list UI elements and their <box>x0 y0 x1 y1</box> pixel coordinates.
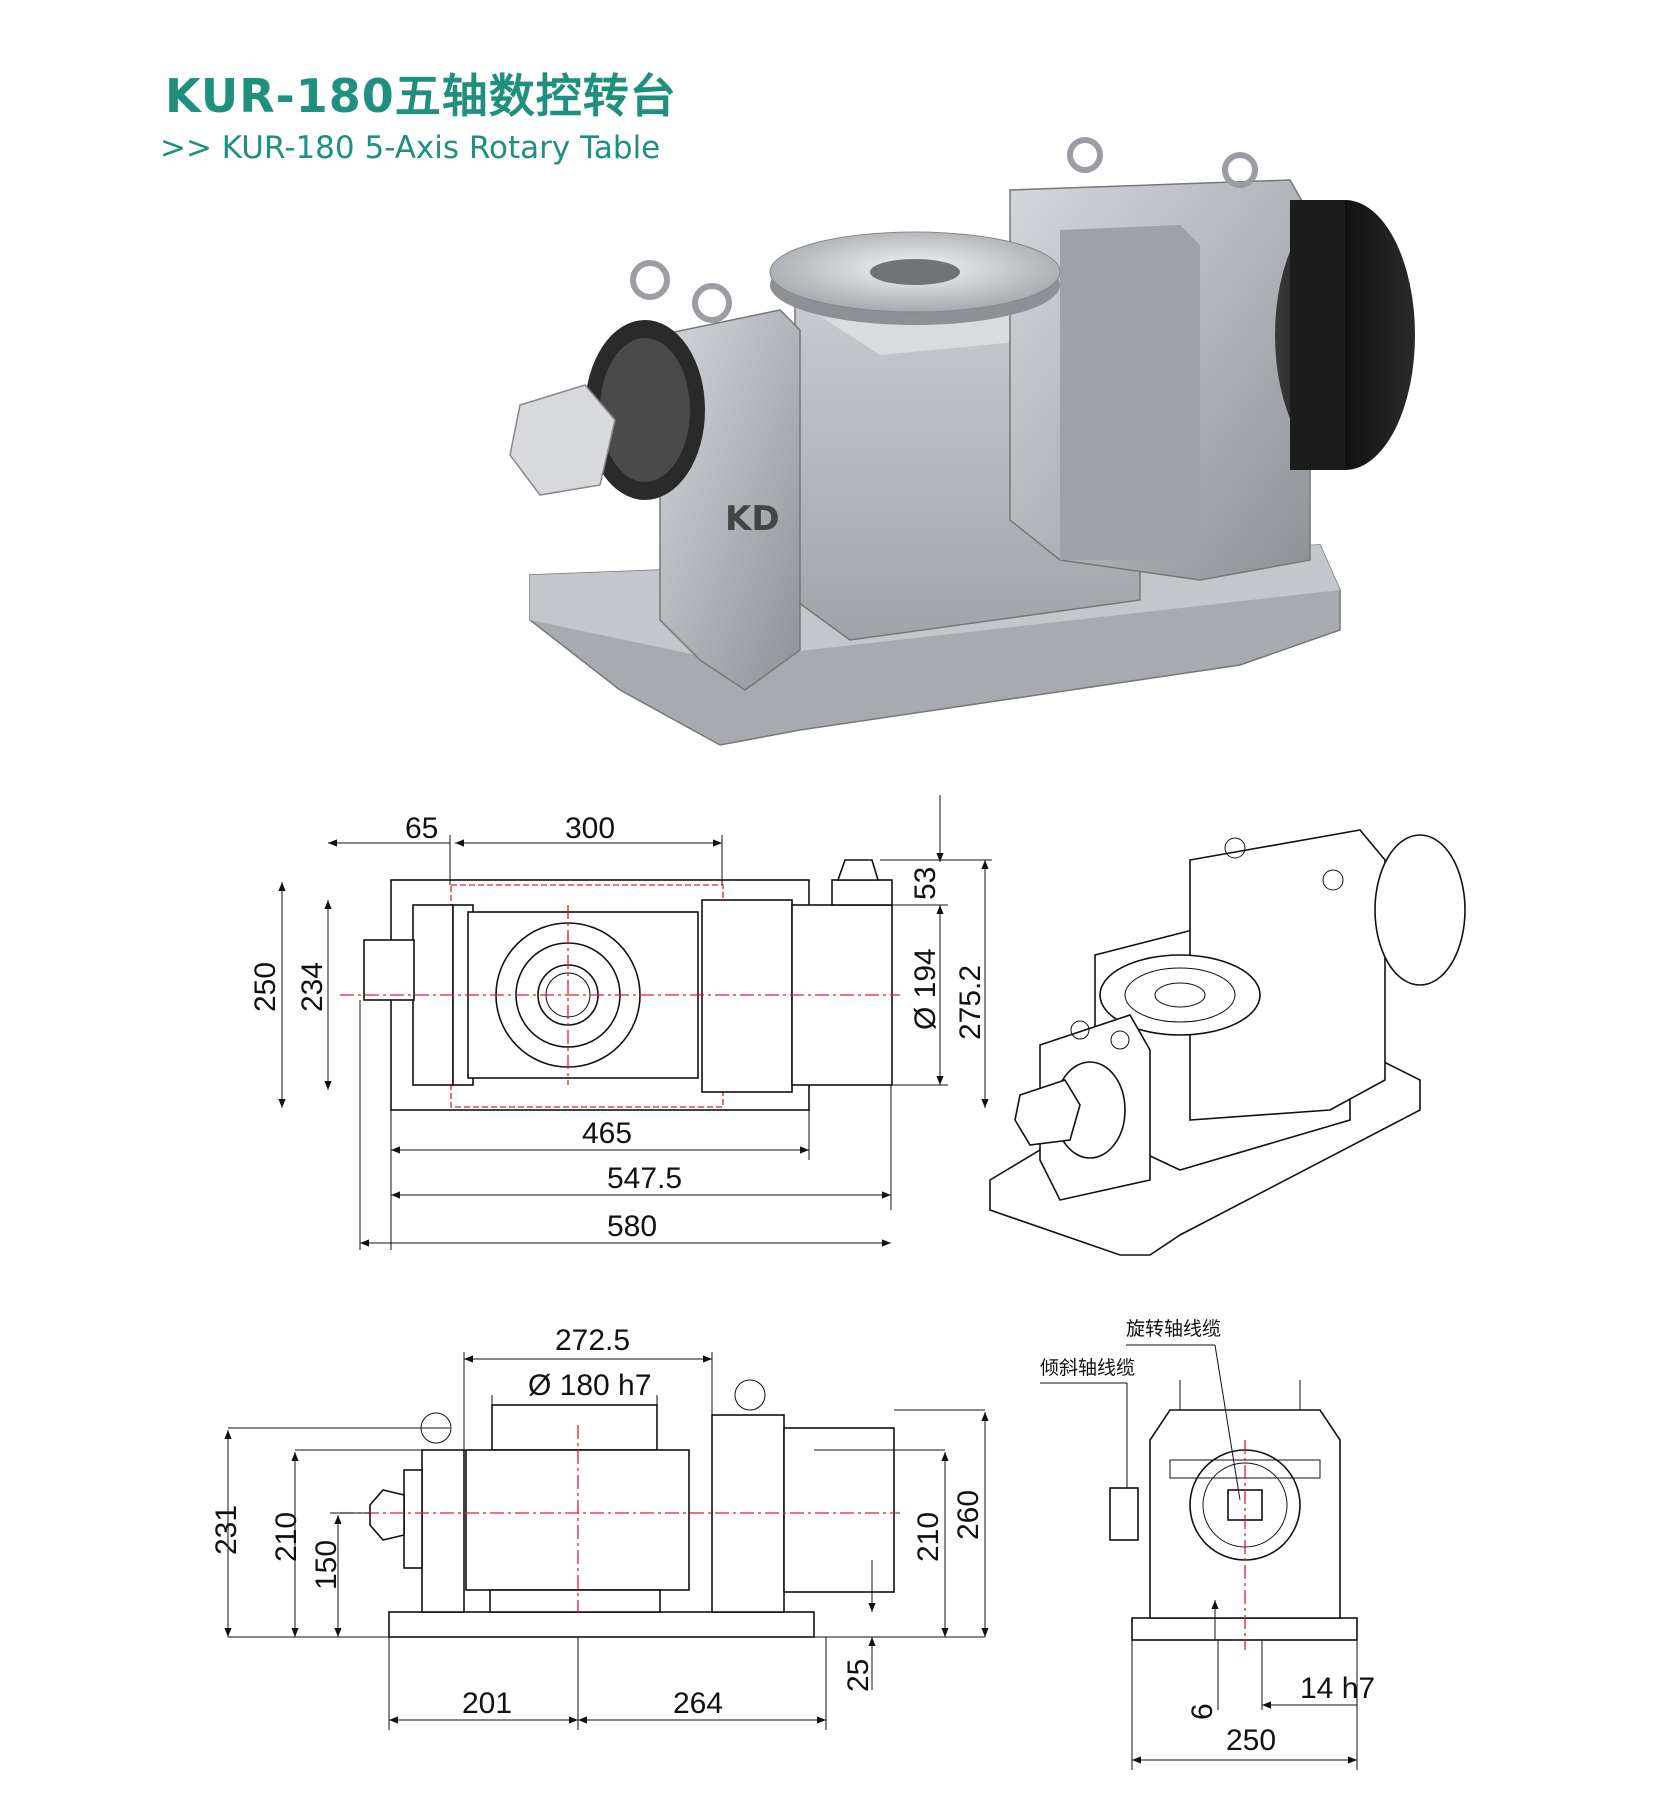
dim-465: 465 <box>582 1117 632 1150</box>
dim-53: 53 <box>909 867 942 900</box>
front-view-drawing: 272.5 Ø 180 h7 231 210 150 210 260 25 20… <box>210 1324 989 1730</box>
dim-272-5: 272.5 <box>555 1324 630 1357</box>
isometric-drawing <box>989 829 1466 1256</box>
brand-logo: KD <box>725 499 780 539</box>
dim-210-right: 210 <box>912 1512 945 1562</box>
product-render: KD <box>509 137 1415 746</box>
page-title: KUR-180五轴数控转台 <box>165 69 677 123</box>
dim-6: 6 <box>1186 1703 1219 1720</box>
dim-231: 231 <box>210 1505 243 1555</box>
dim-210-left: 210 <box>270 1512 303 1562</box>
dim-250-side: 250 <box>1226 1724 1276 1757</box>
page-subtitle: >> KUR-180 5-Axis Rotary Table <box>160 130 661 166</box>
rotary-axis-cable-label: 旋转轴线缆 <box>1126 1318 1221 1340</box>
side-view-drawing: 旋转轴线缆 倾斜轴线缆 6 14 h7 250 <box>1040 1318 1375 1770</box>
dim-275-2: 275.2 <box>954 965 987 1040</box>
dim-264: 264 <box>673 1687 723 1720</box>
dim-250: 250 <box>249 962 282 1012</box>
dim-201: 201 <box>462 1687 512 1720</box>
dim-547-5: 547.5 <box>607 1162 682 1195</box>
top-view-drawing: 65 300 250 234 53 Ø 194 275.2 465 547.5 … <box>249 795 992 1250</box>
dim-65: 65 <box>405 812 438 845</box>
dim-194: Ø 194 <box>909 948 942 1030</box>
dim-14-h7: 14 h7 <box>1300 1672 1375 1705</box>
tilt-axis-cable-label: 倾斜轴线缆 <box>1040 1357 1135 1379</box>
dim-234: 234 <box>296 962 329 1012</box>
dim-580: 580 <box>607 1210 657 1243</box>
dim-150: 150 <box>310 1540 343 1590</box>
dim-25: 25 <box>842 1659 875 1692</box>
dim-180-h7: Ø 180 h7 <box>528 1369 651 1402</box>
dim-260: 260 <box>952 1490 985 1540</box>
dim-300: 300 <box>565 812 615 845</box>
